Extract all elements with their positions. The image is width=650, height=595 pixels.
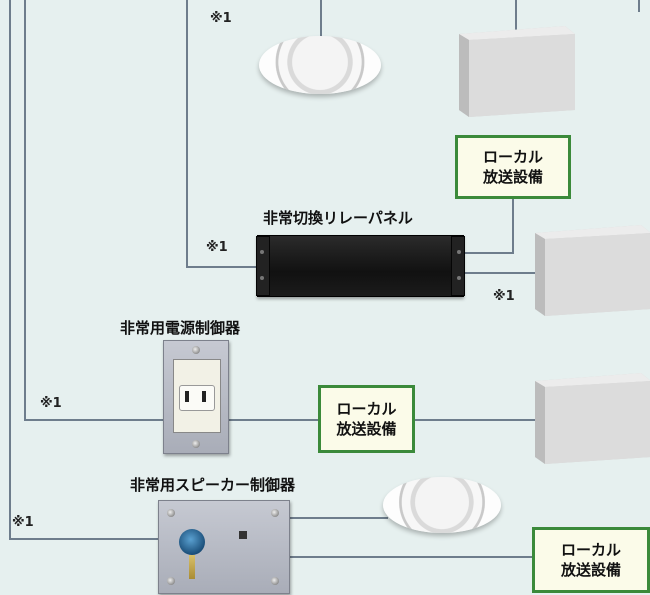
wire (413, 419, 539, 421)
ceiling-speaker (383, 477, 501, 533)
note-mark: ※1 (206, 240, 228, 255)
local-broadcast-box: ローカル 放送設備 (455, 135, 571, 199)
relay-panel-label: 非常切換リレーパネル (263, 209, 413, 227)
wire (515, 0, 517, 30)
relay-panel (256, 235, 465, 297)
local-box-line2: 放送設備 (482, 168, 543, 186)
local-box-line1: ローカル (560, 541, 621, 559)
local-broadcast-box: ローカル 放送設備 (318, 385, 415, 453)
note-mark: ※1 (493, 289, 515, 304)
wire (186, 266, 256, 268)
wire (460, 272, 540, 274)
wire (9, 0, 11, 540)
wall-speaker (535, 373, 650, 464)
note-mark: ※1 (40, 396, 62, 411)
local-box-line1: ローカル (482, 148, 543, 166)
wire (24, 0, 26, 421)
wall-speaker (459, 26, 575, 117)
wire (228, 419, 320, 421)
wire (9, 538, 159, 540)
wall-speaker (535, 225, 650, 316)
ceiling-speaker (259, 36, 381, 94)
note-mark: ※1 (12, 515, 34, 530)
wire (460, 252, 514, 254)
local-box-line1: ローカル (336, 400, 397, 418)
wire (24, 419, 164, 421)
power-controller (163, 340, 229, 454)
wire (186, 0, 188, 268)
speaker-controller-label: 非常用スピーカー制御器 (130, 476, 296, 494)
wire (288, 556, 533, 558)
local-box-line2: 放送設備 (560, 561, 621, 579)
wire (638, 0, 640, 12)
speaker-controller (158, 500, 290, 594)
wire (288, 517, 388, 519)
wire (320, 0, 322, 38)
local-broadcast-box: ローカル 放送設備 (532, 527, 650, 593)
key-switch-icon (179, 529, 205, 555)
wire (512, 196, 514, 254)
local-box-line2: 放送設備 (336, 420, 397, 438)
power-controller-label: 非常用電源制御器 (120, 319, 241, 337)
note-mark: ※1 (210, 11, 232, 26)
